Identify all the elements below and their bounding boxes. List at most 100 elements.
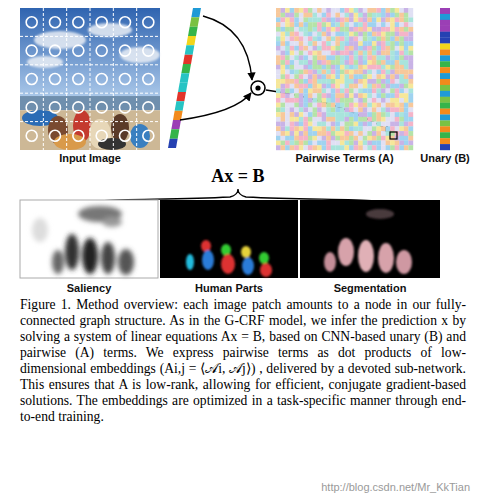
drawing-part	[20, 36, 160, 37]
drawing-part	[340, 84, 345, 89]
drawing-part	[390, 70, 395, 75]
drawing-part	[313, 84, 318, 89]
drawing-part	[358, 60, 363, 65]
drawing-part	[390, 46, 395, 51]
drawing-part	[178, 83, 188, 92]
drawing-part	[191, 8, 201, 17]
drawing-part	[285, 103, 290, 108]
drawing-part	[276, 51, 281, 56]
drawing-part	[408, 27, 413, 32]
drawing-part	[408, 70, 413, 75]
drawing-part	[404, 117, 409, 122]
drawing-part	[372, 131, 377, 136]
patch-grid	[20, 8, 160, 150]
drawing-part	[390, 36, 395, 41]
drawing-part	[440, 26, 450, 32]
drawing-part	[404, 55, 409, 60]
drawing-part	[331, 17, 336, 22]
drawing-part	[26, 45, 37, 56]
drawing-part	[96, 130, 107, 141]
drawing-part	[363, 103, 368, 108]
drawing-part	[281, 107, 286, 112]
drawing-part	[335, 79, 340, 84]
drawing-part	[363, 107, 368, 112]
drawing-part	[175, 101, 185, 110]
drawing-part	[26, 102, 37, 113]
drawing-part	[281, 36, 286, 41]
drawing-part	[96, 74, 107, 85]
drawing-part	[354, 145, 359, 150]
drawing-part	[367, 41, 372, 46]
drawing-part	[372, 84, 377, 89]
drawing-part	[331, 79, 336, 84]
drawing-part	[299, 112, 304, 117]
drawing-part	[395, 79, 400, 84]
drawing-part	[290, 46, 295, 51]
drawing-part	[404, 46, 409, 51]
drawing-part	[345, 98, 350, 103]
drawing-part	[281, 65, 286, 70]
drawing-part	[294, 79, 299, 84]
drawing-part	[372, 112, 377, 117]
drawing-part	[381, 136, 386, 141]
drawing-part	[308, 55, 313, 60]
drawing-part	[299, 136, 304, 141]
drawing-part	[66, 8, 67, 150]
drawing-part	[303, 8, 308, 13]
drawing-part	[390, 117, 395, 122]
drawing-part	[345, 32, 350, 37]
drawing-part	[363, 17, 368, 22]
drawing-part	[349, 136, 354, 141]
drawing-part	[294, 107, 299, 112]
drawing-part	[322, 22, 327, 27]
drawing-part	[326, 131, 331, 136]
panel-label: Saliency	[67, 282, 112, 295]
drawing-part	[73, 102, 84, 113]
drawing-part	[367, 65, 372, 70]
drawing-part	[317, 46, 322, 51]
drawing-part	[349, 93, 354, 98]
drawing-part	[276, 55, 281, 60]
drawing-part	[340, 22, 345, 27]
drawing-part	[367, 13, 372, 18]
drawing-part	[276, 60, 281, 65]
drawing-part	[203, 16, 252, 80]
drawing-part	[322, 8, 327, 13]
drawing-part	[358, 65, 363, 70]
drawing-part	[73, 74, 84, 85]
drawing-part	[395, 22, 400, 27]
drawing-part	[303, 131, 308, 136]
drawing-part	[50, 130, 61, 141]
drawing-part	[354, 107, 359, 112]
drawing-part	[313, 60, 318, 65]
drawing-part	[34, 31, 86, 49]
drawing-part	[399, 117, 404, 122]
drawing-part	[381, 17, 386, 22]
drawing-part	[372, 93, 377, 98]
drawing-part	[386, 55, 391, 60]
drawing-part	[386, 36, 391, 41]
drawing-part	[386, 46, 391, 51]
drawing-part	[381, 22, 386, 27]
drawing-part	[345, 103, 350, 108]
drawing-part	[386, 84, 391, 89]
drawing-part	[180, 93, 251, 120]
drawing-part	[345, 51, 350, 56]
drawing-part	[345, 41, 350, 46]
drawing-part	[440, 8, 450, 14]
drawing-part	[335, 145, 340, 150]
drawing-part	[363, 70, 368, 75]
drawing-part	[404, 145, 409, 150]
drawing-part	[281, 84, 286, 89]
segmentation-panel: Segmentation	[300, 200, 440, 295]
drawing-part	[335, 51, 340, 56]
drawing-part	[345, 8, 350, 13]
drawing-part	[317, 107, 322, 112]
drawing-part	[308, 141, 313, 146]
drawing-part	[281, 55, 286, 60]
drawing-part	[367, 122, 372, 127]
drawing-part	[440, 109, 450, 115]
drawing-part	[358, 126, 363, 131]
drawing-part	[386, 107, 391, 112]
drawing-part	[345, 122, 350, 127]
